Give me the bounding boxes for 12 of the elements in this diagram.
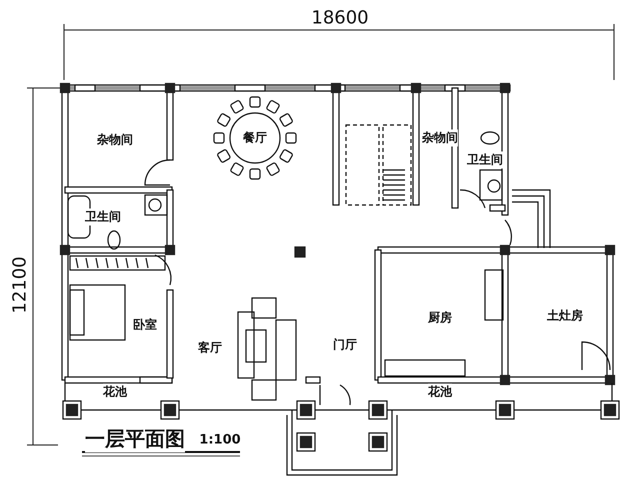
room-label: 餐厅 (243, 130, 267, 146)
room-label: 土灶房 (547, 308, 583, 324)
room-label: 杂物间 (97, 132, 133, 148)
room-label: 客厅 (198, 340, 222, 356)
room-label: 卧室 (133, 316, 157, 334)
room-label: 门厅 (333, 336, 357, 354)
room-label: 厨房 (428, 310, 452, 326)
room-label: 卫生间 (85, 208, 121, 226)
room-label: 杂物间 (422, 130, 458, 146)
room-label: 花池 (103, 384, 127, 400)
room-label: 花池 (428, 384, 452, 400)
room-label: 卫生间 (467, 152, 503, 168)
